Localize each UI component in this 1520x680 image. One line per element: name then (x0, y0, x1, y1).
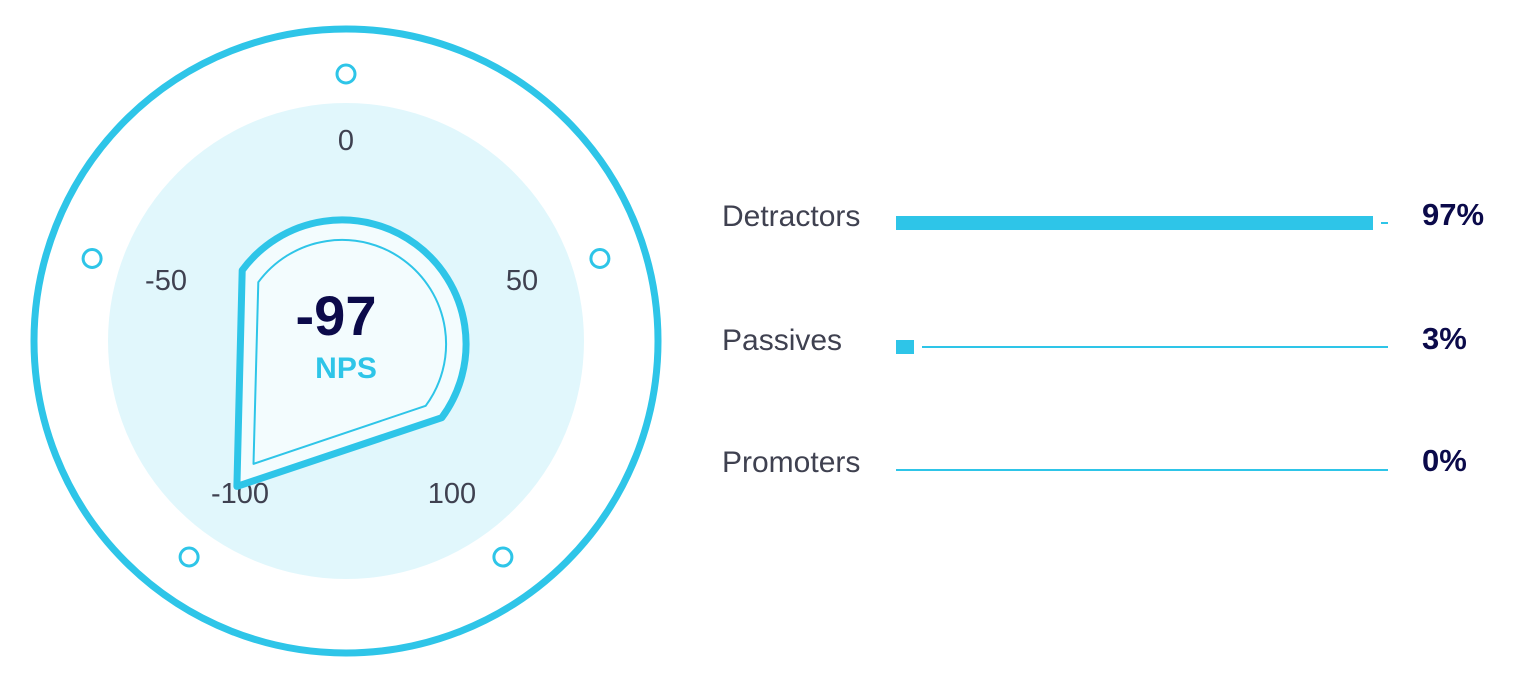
tick-label-100: 100 (428, 478, 476, 510)
gauge-marker-dot (335, 63, 357, 85)
tick-label-50: 50 (506, 265, 538, 297)
nps-gauge: 0 -50 50 -100 100 -97 NPS (30, 25, 662, 657)
bar-track (896, 346, 1388, 348)
tick-label-0: 0 (338, 125, 354, 157)
gauge-marker-dot (81, 248, 103, 269)
nps-score: -97 (296, 284, 377, 347)
bar-gap (914, 344, 922, 350)
tick-label-minus-50: -50 (145, 265, 187, 297)
pointer-outer-shape (233, 216, 470, 490)
category-label: Passives (722, 324, 843, 357)
nps-unit-label: NPS (315, 352, 377, 385)
value-label: 0% (1422, 443, 1467, 478)
category-label: Detractors (722, 200, 861, 233)
pointer-inner-outline (252, 239, 448, 465)
value-label: 97% (1422, 197, 1485, 232)
bar-detractors (896, 216, 1373, 230)
bar-track (896, 222, 1388, 224)
bar-gap (1373, 220, 1381, 226)
gauge-pointer (233, 216, 470, 490)
bar-passives (896, 340, 914, 354)
gauge-marker-dot (589, 248, 611, 269)
bar-track (896, 469, 1388, 471)
breakdown-row-detractors: Detractors 97% (722, 197, 1502, 250)
category-label: Promoters (722, 446, 861, 479)
gauge-marker-dot (492, 546, 514, 568)
gauge-markers (81, 63, 611, 568)
breakdown-row-passives: Passives 3% (722, 321, 1502, 374)
breakdown-row-promoters: Promoters 0% (722, 443, 1502, 496)
value-label: 3% (1422, 321, 1467, 356)
gauge-marker-dot (178, 546, 200, 568)
